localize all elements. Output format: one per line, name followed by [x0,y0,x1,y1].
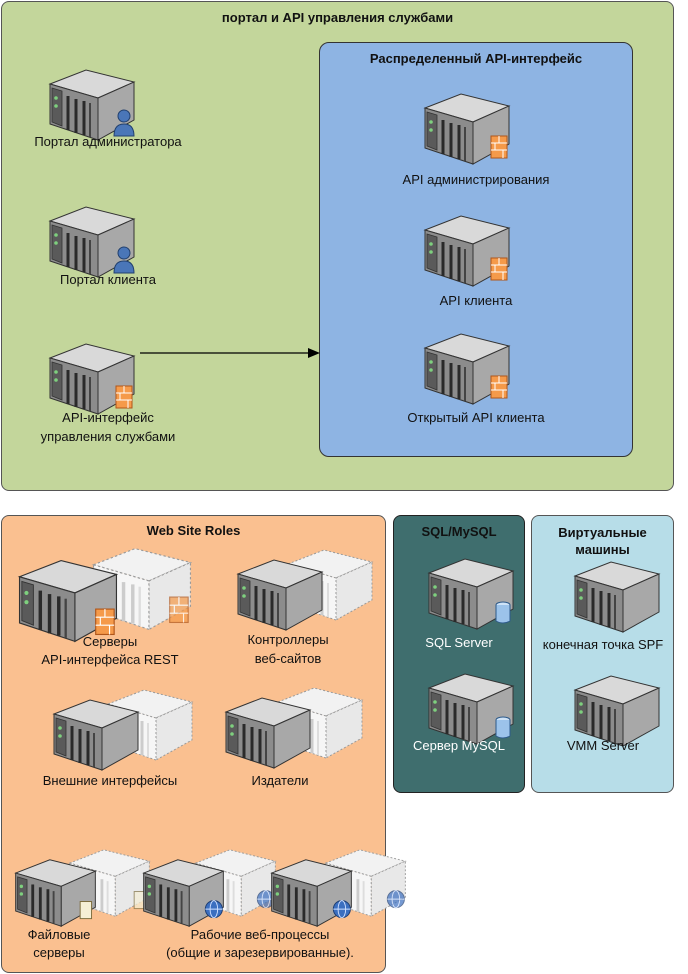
web-workers-label-line1: Рабочие веб-процессы [190,927,330,942]
file-servers-label-line2: серверы [33,945,85,960]
web-workers-label-line2: (общие и зарезервированные). [166,945,354,960]
sql-mysql-title: SQL/MySQL [421,524,497,539]
web-controller-label-line1: Контроллеры [247,632,329,647]
virtual-machines-group: Виртуальные машины [531,515,674,793]
file-servers-label-line1: Файловые [27,927,91,942]
admin-portal-server-icon [40,66,144,144]
virtual-machines-title-line2: машины [575,542,630,557]
spf-endpoint-server-icon [565,558,669,636]
web-controller-server-icon [228,556,332,634]
rest-api-label-line1: Серверы [82,634,138,649]
public-tenant-api-label: Открытый API клиента [407,410,545,425]
public-tenant-api-server-icon [415,330,519,408]
vmm-server-label: VMM Server [566,738,640,753]
web-site-roles-title: Web Site Roles [146,523,241,538]
file-server-icon [6,856,105,930]
sql-server-icon [419,555,523,633]
admin-api-server-icon [415,90,519,168]
web-worker-2-icon [262,856,361,930]
rest-api-label-line2: API-интерфейса REST [41,652,179,667]
connector-arrow [140,348,320,358]
web-worker-1-icon [134,856,233,930]
front-end-server-icon [44,696,148,774]
sql-server-label: SQL Server [425,635,493,650]
service-management-api-label-line1: API-интерфейс [62,410,154,425]
spf-endpoint-label: конечная точка SPF [542,637,664,652]
admin-portal-label: Портал администратора [34,134,182,149]
rest-api-server-icon [8,556,128,646]
admin-api-label: API администрирования [402,172,550,187]
virtual-machines-title-line1: Виртуальные [558,525,647,540]
service-management-api-label-line2: управления службами [40,429,176,444]
mysql-server-icon [419,670,523,748]
vmm-server-icon [565,672,669,750]
tenant-portal-server-icon [40,203,144,281]
web-controller-label-line2: веб-сайтов [254,651,322,666]
distributed-api-group-title: Распределенный API-интерфейс [369,51,583,66]
tenant-api-server-icon [415,212,519,290]
mysql-server-label: Сервер MySQL [412,738,506,753]
publisher-server-icon [216,694,320,772]
publisher-label: Издатели [251,773,309,788]
tenant-portal-label: Портал клиента [60,272,156,287]
service-management-api-server-icon [40,340,144,418]
front-end-label: Внешние интерфейсы [42,773,178,788]
tenant-api-label: API клиента [439,293,513,308]
service-management-group-title: портал и API управления службами [221,10,454,25]
